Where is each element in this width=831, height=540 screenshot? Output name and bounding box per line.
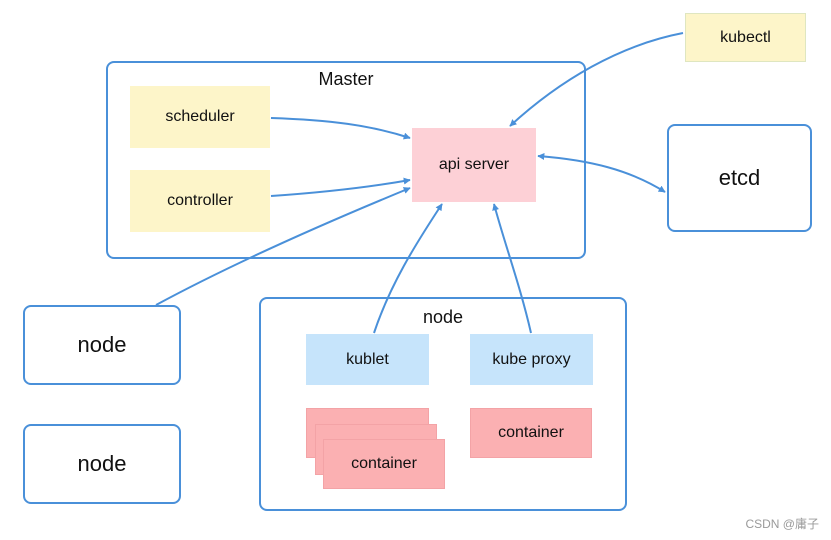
container-right-box: container <box>470 408 592 458</box>
scheduler-label: scheduler <box>165 108 235 125</box>
kube-proxy-box: kube proxy <box>470 334 593 385</box>
kublet-box: kublet <box>306 334 429 385</box>
etcd-box: etcd <box>667 124 812 232</box>
api-server-box: api server <box>412 128 536 202</box>
node-left-1: node <box>23 305 181 385</box>
node-left-2-label: node <box>77 451 127 476</box>
scheduler-box: scheduler <box>130 86 270 148</box>
container-stack-label: container <box>351 455 417 472</box>
kubectl-label: kubectl <box>720 28 771 46</box>
container-right-label: container <box>498 424 564 441</box>
node-left-1-label: node <box>77 332 127 357</box>
etcd-label: etcd <box>718 165 761 190</box>
kube-proxy-label: kube proxy <box>492 350 571 368</box>
container-stack-front: container <box>323 439 445 489</box>
watermark: CSDN @庸子 <box>745 517 819 531</box>
controller-label: controller <box>167 192 233 209</box>
kubectl-box: kubectl <box>685 13 806 62</box>
master-title: Master <box>318 69 374 89</box>
node-main-title: node <box>422 307 464 327</box>
api-server-label: api server <box>438 156 510 173</box>
kublet-label: kublet <box>346 350 389 368</box>
node-left-2: node <box>23 424 181 504</box>
controller-box: controller <box>130 170 270 232</box>
